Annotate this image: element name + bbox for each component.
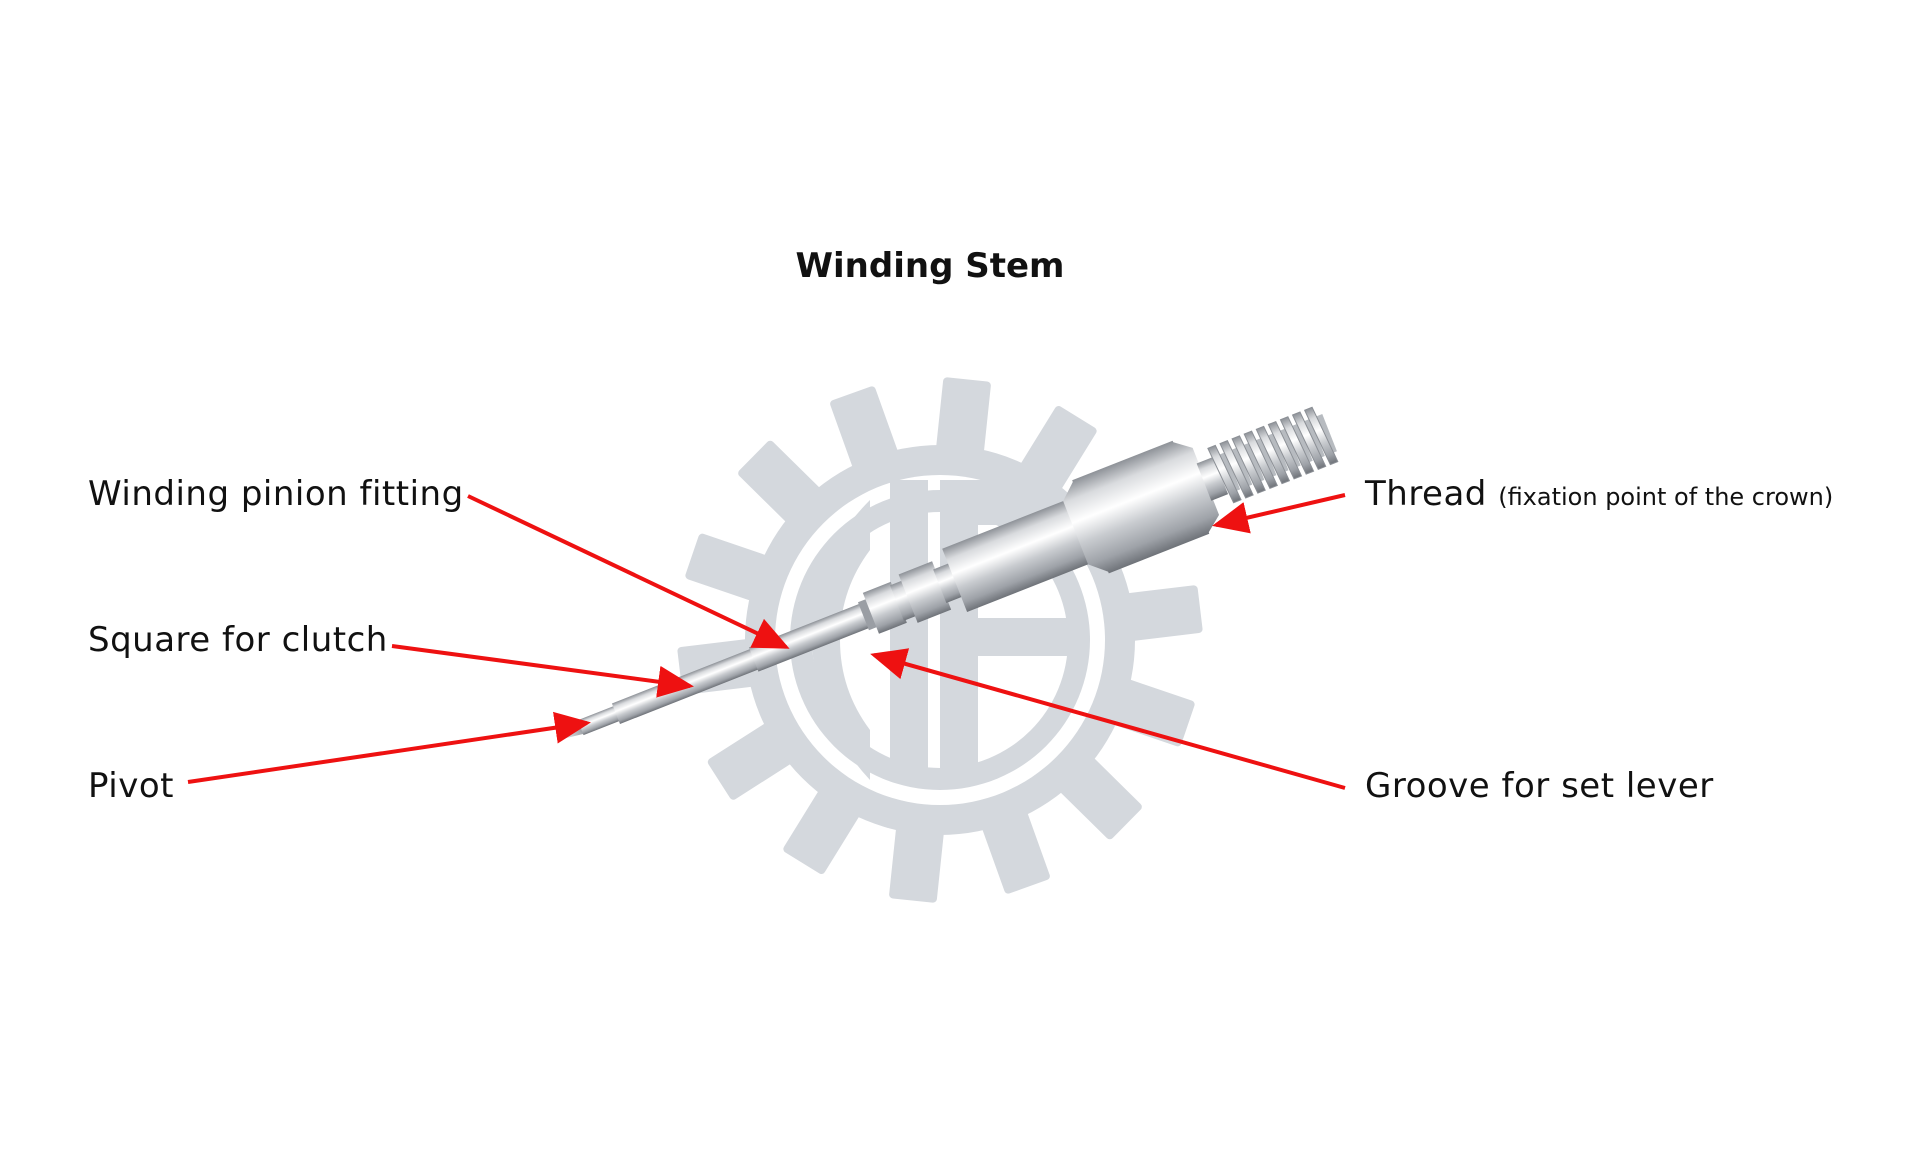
winding-stem-part (560, 406, 1339, 739)
gear-tooth (685, 533, 775, 603)
arrow-pivot (187, 711, 591, 784)
label-text: Pivot (88, 766, 174, 806)
gear-tooth (830, 386, 901, 476)
gear-tooth (889, 818, 945, 903)
gear-tooth (979, 804, 1050, 894)
arrow-winding-pinion-fitting (467, 494, 790, 649)
thread-root (1231, 447, 1253, 488)
label-winding-pinion-fitting: Winding pinion fitting (88, 474, 464, 514)
label-text: Winding pinion fitting (88, 474, 464, 514)
thread-ridge (1231, 435, 1266, 494)
gear-tooth (1118, 585, 1203, 642)
arrow-thread (1212, 493, 1346, 534)
label-pivot: Pivot (88, 766, 174, 806)
callout-arrows (187, 493, 1346, 790)
label-text: Thread (1365, 474, 1487, 514)
thread-ridge (1207, 444, 1242, 504)
gear-logo-icon (677, 377, 1203, 903)
label-groove-for-set-lever: Groove for set lever (1365, 766, 1714, 806)
label-thread-note: (fixation point of the crown) (1498, 483, 1834, 511)
thread-root (1303, 418, 1325, 459)
thread-root (1255, 437, 1277, 478)
thread-ridge (1303, 406, 1339, 466)
label-thread: Thread (fixation point of the crown) (1365, 474, 1833, 514)
thread-ridge (1243, 430, 1279, 490)
thread-ridge (1291, 411, 1327, 470)
thread-root (1291, 423, 1313, 464)
label-text: Square for clutch (88, 620, 388, 660)
label-text: Groove for set lever (1365, 766, 1714, 806)
arrow-groove-for-set-lever (870, 648, 1346, 790)
label-square-for-clutch: Square for clutch (88, 620, 388, 660)
thread-ridge (1279, 416, 1315, 475)
gear-tooth (935, 377, 991, 462)
thread-ridge (1219, 440, 1254, 499)
arrow-square-for-clutch (391, 644, 694, 698)
thread-root (1267, 433, 1289, 473)
thread-ridge (1255, 425, 1291, 485)
thread-root (1243, 442, 1265, 483)
thread-root (1218, 452, 1241, 492)
gear-tooth (1105, 677, 1195, 747)
thread-root (1279, 428, 1301, 469)
diagram-title: Winding Stem (795, 246, 1065, 286)
thread-ridge (1267, 420, 1303, 480)
thread-root (1315, 414, 1337, 454)
